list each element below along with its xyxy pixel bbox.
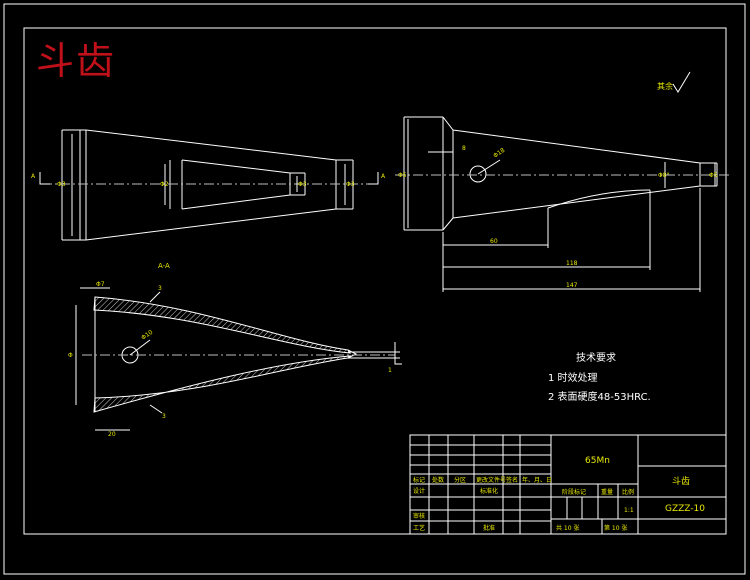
roughness-symbol: 其余 — [657, 71, 691, 93]
dim-hole: Φ18 — [492, 147, 506, 160]
watermark-title: 斗齿 — [36, 39, 117, 83]
roughness-check-icon — [672, 71, 691, 93]
dim-left-cavity: Φ2 — [160, 181, 169, 188]
tb-mark: 标记 — [413, 476, 425, 484]
dim-bottom-20: 20 — [108, 431, 116, 438]
cut-mark-right: A — [381, 173, 386, 180]
tb-signature: 签名 — [506, 476, 518, 484]
dim-60: 60 — [490, 238, 498, 245]
roughness-note: 其余 — [657, 81, 673, 91]
dim-taper: Φ8° — [658, 172, 670, 179]
dim-left-tip: Φ3 — [298, 181, 307, 188]
tb-standard: 标准化 — [480, 487, 498, 495]
dim-bottom-7: Φ7 — [96, 281, 105, 288]
tb-approve: 批准 — [483, 524, 495, 532]
dim-bottom-top-wall: 3 — [158, 285, 162, 292]
inner-border — [23, 27, 727, 535]
title-block — [409, 434, 727, 535]
outer-border — [3, 3, 746, 575]
tb-part-name: 斗齿 — [672, 476, 690, 487]
tb-weight: 重量 — [601, 488, 613, 496]
dim-118: 118 — [566, 260, 578, 267]
dim-tip: Φ5 — [709, 172, 718, 179]
tb-sheet-total: 共 10 张 — [556, 524, 579, 532]
dim-bottom-low-wall: 3 — [162, 413, 166, 420]
tb-scale: 1:1 — [624, 507, 634, 514]
top-right-view — [395, 116, 730, 292]
dim-bottom-height: Φ — [68, 352, 73, 359]
dim-147: 147 — [566, 282, 578, 289]
tb-review: 审核 — [413, 512, 425, 520]
tech-req-item-2: 2 表面硬度48-53HRC. — [548, 390, 651, 403]
dim-left-height: Φ5 — [398, 172, 407, 179]
dim-left-end: Φ3 — [346, 181, 355, 188]
tb-stage: 阶段标记 — [562, 488, 586, 496]
technical-requirements: 技术要求 1 时效处理 2 表面硬度48-53HRC. — [548, 351, 651, 403]
tb-zone: 分区 — [454, 476, 466, 484]
cut-mark-left: A — [31, 173, 36, 180]
bottom-section-view — [75, 287, 402, 431]
dim-bottom-hole: Φ10 — [140, 329, 154, 342]
dim-left-outer: Φ3 — [57, 181, 66, 188]
tb-change-doc: 更改文件号 — [476, 476, 506, 484]
tb-sheet-no: 第 10 张 — [604, 524, 627, 532]
section-label: A-A — [158, 262, 170, 270]
top-left-labels: A A Φ3 Φ2 Φ3 Φ3 A-A — [31, 173, 386, 270]
tb-count: 处数 — [432, 476, 444, 484]
top-left-view — [39, 129, 379, 241]
title-block-text: 标记 处数 分区 更改文件号 签名 年、月、日 设计 标准化 审核 工艺 批准 … — [413, 456, 705, 532]
tb-design: 设计 — [413, 487, 425, 495]
dim-bottom-tip: 1 — [388, 367, 392, 374]
tech-req-item-1: 1 时效处理 — [548, 371, 598, 384]
tb-drawing-no: GZZZ-10 — [665, 504, 705, 514]
tb-date: 年、月、日 — [522, 476, 552, 484]
tech-req-title: 技术要求 — [576, 351, 616, 364]
tb-ratio: 比例 — [622, 488, 634, 496]
tb-material: 65Mn — [585, 456, 610, 466]
tb-process: 工艺 — [413, 524, 425, 532]
dim-8: 8 — [462, 145, 466, 152]
